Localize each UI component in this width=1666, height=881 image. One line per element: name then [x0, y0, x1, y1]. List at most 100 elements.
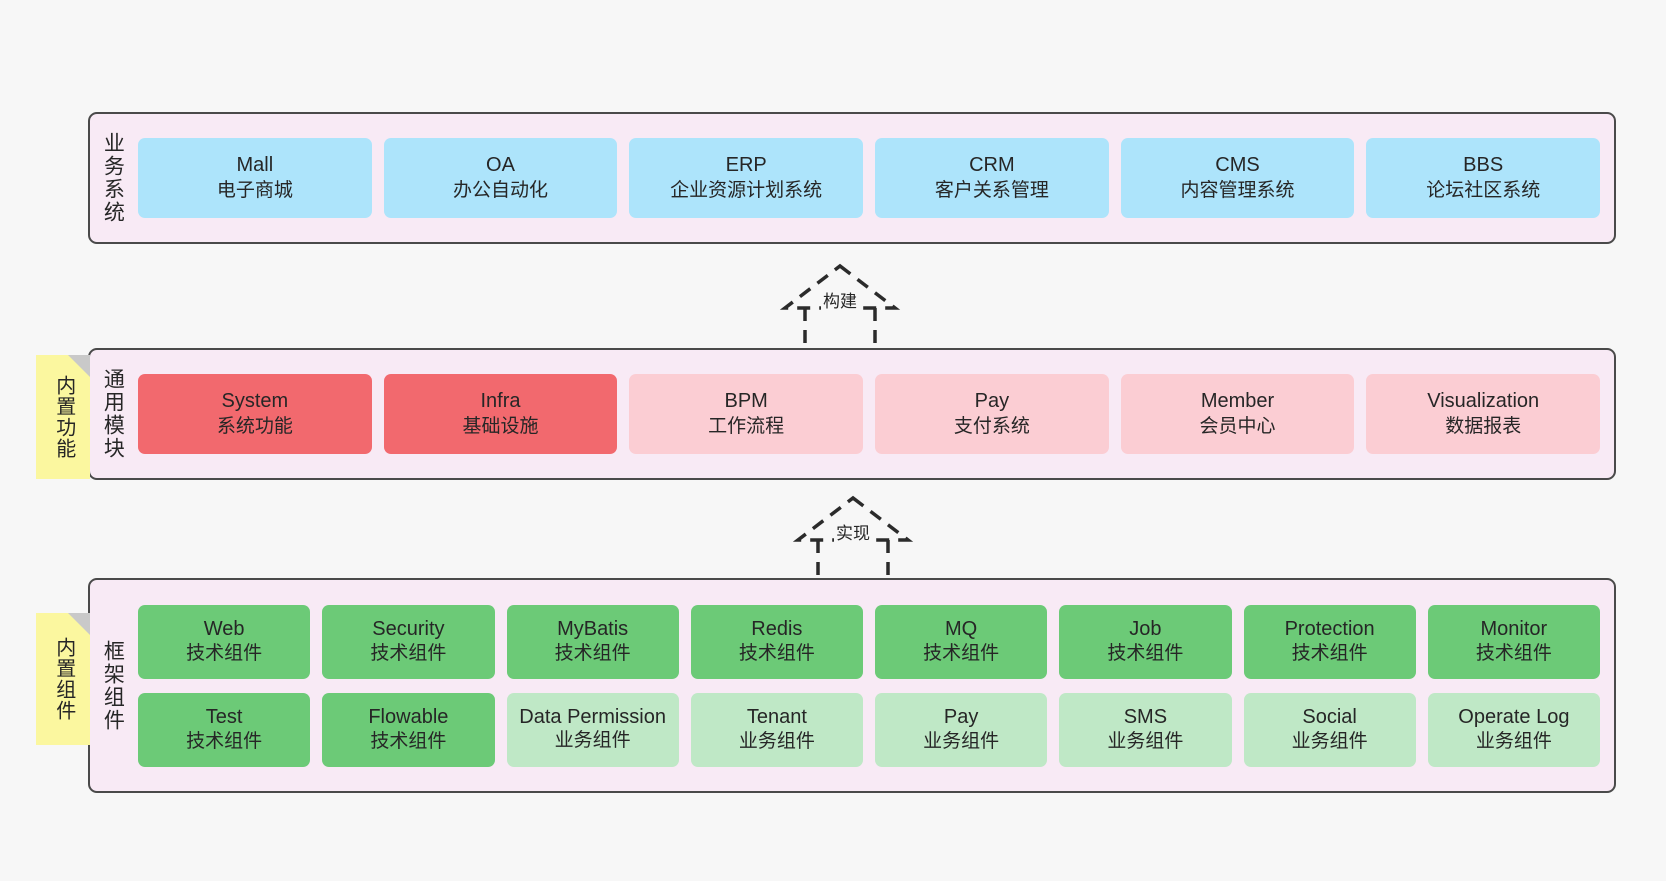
card-bbs[interactable]: BBS 论坛社区系统	[1366, 138, 1601, 218]
card-subtitle: 业务组件	[554, 729, 631, 751]
card-subtitle: 技术组件	[923, 643, 1000, 665]
card-title: Tenant	[746, 705, 807, 728]
card-web[interactable]: Web 技术组件	[138, 604, 311, 679]
card-oa[interactable]: OA 办公自动化	[383, 138, 618, 218]
card-subtitle: 技术组件	[186, 731, 263, 753]
card-subtitle: 系统功能	[216, 415, 293, 437]
card-title: Pay	[943, 705, 979, 728]
card-subtitle: 客户关系管理	[934, 179, 1049, 201]
card-pay-module[interactable]: Pay 支付系统	[875, 374, 1109, 454]
card-title: System	[221, 390, 289, 413]
card-subtitle: 办公自动化	[453, 179, 549, 201]
card-subtitle: 技术组件	[1107, 643, 1184, 665]
card-title: ERP	[725, 154, 767, 177]
card-subtitle: 技术组件	[1475, 643, 1552, 665]
card-monitor[interactable]: Monitor 技术组件	[1427, 604, 1600, 679]
card-mall[interactable]: Mall 电子商城	[138, 138, 372, 218]
card-title: Redis	[751, 617, 803, 640]
note-builtin-components: 内置组件	[36, 613, 90, 745]
card-title: Web	[203, 617, 245, 640]
card-subtitle: 业务组件	[923, 731, 1000, 753]
framework-row-tech: Web 技术组件 Security 技术组件 MyBatis 技术组件 Redi…	[138, 604, 1600, 679]
card-operate-log[interactable]: Operate Log 业务组件	[1427, 692, 1600, 767]
card-title: SMS	[1123, 705, 1168, 728]
card-title: Job	[1129, 617, 1162, 640]
card-subtitle: 技术组件	[370, 731, 447, 753]
card-visualization[interactable]: Visualization 数据报表	[1366, 374, 1601, 454]
note-label: 内置功能	[52, 375, 75, 459]
card-pay-component[interactable]: Pay 业务组件	[875, 692, 1048, 767]
card-subtitle: 业务组件	[738, 731, 815, 753]
card-subtitle: 业务组件	[1291, 731, 1368, 753]
section-label-business-systems: 业务系统	[101, 132, 125, 224]
connector-build: 构建	[755, 258, 925, 354]
card-subtitle: 技术组件	[186, 643, 263, 665]
card-title: MQ	[945, 617, 978, 640]
card-title: BPM	[724, 390, 768, 413]
card-title: CRM	[969, 154, 1015, 177]
card-title: Member	[1200, 390, 1275, 413]
card-bpm[interactable]: BPM 工作流程	[629, 374, 864, 454]
card-title: Data Permission	[519, 706, 666, 729]
connector-build-label: 构建	[821, 287, 859, 312]
card-title: Mall	[236, 154, 274, 177]
card-subtitle: 数据报表	[1445, 415, 1522, 437]
connector-implement: 实现	[768, 490, 938, 586]
card-subtitle: 基础设施	[462, 415, 539, 437]
card-title: Monitor	[1480, 617, 1548, 640]
page-fold-icon	[68, 355, 90, 377]
card-title: CMS	[1215, 154, 1260, 177]
card-title: MyBatis	[557, 617, 629, 640]
card-subtitle: 支付系统	[953, 415, 1030, 437]
card-member[interactable]: Member 会员中心	[1120, 374, 1355, 454]
card-title: Social	[1302, 705, 1357, 728]
card-title: Operate Log	[1458, 705, 1570, 728]
card-data-permission[interactable]: Data Permission 业务组件	[506, 692, 679, 767]
card-infra[interactable]: Infra 基础设施	[383, 374, 618, 454]
framework-row-business: Test 技术组件 Flowable 技术组件 Data Permission …	[138, 692, 1600, 767]
card-subtitle: 论坛社区系统	[1426, 179, 1541, 201]
card-title: Security	[372, 617, 445, 640]
card-subtitle: 技术组件	[554, 643, 631, 665]
card-flowable[interactable]: Flowable 技术组件	[322, 692, 495, 767]
card-subtitle: 业务组件	[1475, 731, 1552, 753]
card-subtitle: 会员中心	[1199, 415, 1276, 437]
card-subtitle: 企业资源计划系统	[670, 179, 823, 201]
connector-implement-label: 实现	[834, 519, 872, 544]
card-security[interactable]: Security 技术组件	[322, 604, 495, 679]
section-business-systems: 业务系统 Mall 电子商城 OA 办公自动化 ERP 企业资源计划系统 CRM…	[88, 112, 1616, 244]
section-common-modules: 通用模块 System 系统功能 Infra 基础设施 BPM 工作流程 Pay…	[88, 348, 1616, 480]
card-mq[interactable]: MQ 技术组件	[875, 604, 1048, 679]
card-job[interactable]: Job 技术组件	[1059, 604, 1232, 679]
card-subtitle: 内容管理系统	[1180, 179, 1295, 201]
card-title: OA	[486, 154, 515, 177]
card-title: BBS	[1463, 154, 1504, 177]
card-title: Visualization	[1427, 390, 1540, 413]
card-title: Pay	[974, 390, 1010, 413]
card-erp[interactable]: ERP 企业资源计划系统	[629, 138, 864, 218]
card-redis[interactable]: Redis 技术组件	[690, 604, 863, 679]
card-title: Infra	[480, 390, 521, 413]
card-social[interactable]: Social 业务组件	[1243, 692, 1416, 767]
note-label: 内置组件	[52, 637, 75, 721]
card-protection[interactable]: Protection 技术组件	[1243, 604, 1416, 679]
page-fold-icon	[68, 613, 90, 635]
framework-components-grid: Web 技术组件 Security 技术组件 MyBatis 技术组件 Redi…	[134, 580, 1614, 791]
card-tenant[interactable]: Tenant 业务组件	[690, 692, 863, 767]
card-system[interactable]: System 系统功能	[138, 374, 372, 454]
section-label-common-modules: 通用模块	[101, 368, 125, 460]
card-test[interactable]: Test 技术组件	[138, 692, 311, 767]
card-cms[interactable]: CMS 内容管理系统	[1120, 138, 1355, 218]
card-subtitle: 电子商城	[216, 179, 293, 201]
card-title: Test	[205, 705, 243, 728]
common-modules-card-list: System 系统功能 Infra 基础设施 BPM 工作流程 Pay 支付系统…	[134, 350, 1614, 478]
card-title: Flowable	[368, 705, 449, 728]
note-builtin-features: 内置功能	[36, 355, 90, 479]
card-sms[interactable]: SMS 业务组件	[1059, 692, 1232, 767]
card-subtitle: 业务组件	[1107, 731, 1184, 753]
card-subtitle: 技术组件	[738, 643, 815, 665]
card-mybatis[interactable]: MyBatis 技术组件	[506, 604, 679, 679]
card-title: Protection	[1284, 617, 1375, 640]
card-crm[interactable]: CRM 客户关系管理	[875, 138, 1109, 218]
